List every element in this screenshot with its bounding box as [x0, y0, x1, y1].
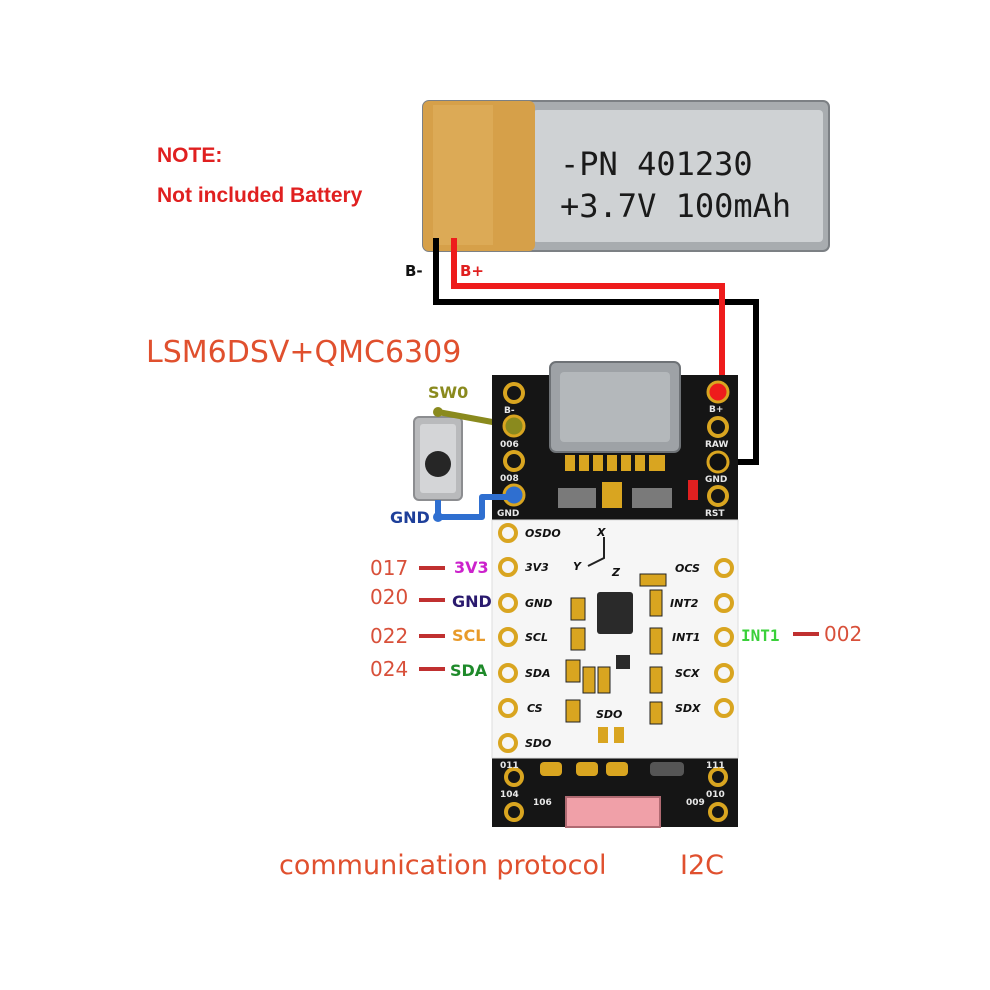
silk-scl: SCL [525, 631, 548, 644]
wire-negative [433, 238, 759, 465]
sensor-right-pins: OCS INT2 INT1 SCX SDX [670, 558, 734, 718]
axis-z: Z [611, 566, 621, 579]
silk-010: 010 [706, 790, 725, 800]
silk-gnd-right: GND [705, 475, 727, 485]
pcb-board: B- 006 008 GND B+ RAW GND RST OSDO [491, 361, 739, 828]
silk-006: 006 [500, 440, 519, 450]
battery: -PN 401230 +3.7V 100mAh [422, 100, 830, 252]
pin-num-017: 017 [370, 556, 408, 580]
silk-009: 009 [686, 798, 705, 808]
gnd-wire [435, 494, 512, 520]
tactile-switch [413, 416, 463, 501]
switch-button [425, 451, 451, 477]
wire-positive [451, 238, 725, 392]
silk-int1: INT1 [672, 631, 700, 644]
silk-106: 106 [533, 798, 552, 808]
pin-name-3v3: 3V3 [454, 558, 489, 577]
note-text: Not included Battery [157, 184, 363, 207]
silk-011: 011 [500, 761, 519, 771]
pin-num-020: 020 [370, 585, 408, 609]
bottom-pads: 011 104 106 111 010 009 [500, 761, 728, 822]
silk-111: 111 [706, 761, 725, 771]
silk-sda: SDA [525, 667, 551, 680]
silk-sdo: SDO [525, 737, 551, 750]
sw0-label: SW0 [428, 383, 468, 402]
protocol-value: I2C [680, 850, 724, 881]
note-title: NOTE: [157, 144, 222, 167]
silk-rst: RST [705, 509, 725, 519]
battery-label-line1: -PN 401230 [560, 145, 753, 183]
axis-marker: X Y Z [573, 526, 621, 579]
pin-name-scl: SCL [452, 626, 485, 645]
battery-label-area [533, 110, 823, 242]
left-pin-callouts: 017 3V3 020 GND 022 SCL 024 SDA [370, 556, 492, 681]
sensor-board [491, 519, 739, 759]
pin-num-024: 024 [370, 657, 408, 681]
protocol-label: communication protocol [279, 850, 607, 881]
silk-sdx: SDX [675, 702, 701, 715]
silk-gnd-left: GND [497, 509, 519, 519]
silk-b-minus: B- [504, 406, 515, 416]
pin-num-022: 022 [370, 624, 408, 648]
silk-b-plus: B+ [709, 405, 723, 415]
pin-name-gnd: GND [452, 592, 492, 611]
passives [565, 573, 667, 743]
silk-scx: SCX [675, 667, 700, 680]
silk-104: 104 [500, 790, 519, 800]
battery-label-line2: +3.7V 100mAh [560, 187, 791, 225]
silk-sdo-pad: SDO [596, 708, 622, 721]
silk-raw: RAW [705, 440, 728, 450]
battery-connector-pink [565, 796, 661, 828]
gnd-label: GND [390, 508, 430, 527]
pin-name-int1: INT1 [741, 626, 780, 645]
wire-label-positive: B+ [460, 262, 484, 280]
silk-cs: CS [527, 702, 543, 715]
silk-int2: INT2 [670, 597, 699, 610]
axis-x: X [596, 526, 606, 539]
pin-name-sda: SDA [450, 661, 488, 680]
top-right-pads: B+ RAW GND RST [705, 380, 730, 519]
led [688, 480, 698, 500]
silk-008: 008 [500, 474, 519, 484]
silk-ocs: OCS [675, 562, 700, 575]
sensor-left-pins: OSDO 3V3 GND SCL SDA CS SDO [498, 523, 561, 753]
sensor-chip [597, 592, 633, 634]
pin-num-002: 002 [824, 622, 862, 646]
silk-3v3: 3V3 [525, 561, 549, 574]
silk-gnd: GND [525, 597, 552, 610]
magnetometer-chip [616, 655, 630, 669]
usb-contacts [565, 455, 665, 471]
axis-y: Y [573, 560, 582, 573]
board-title: LSM6DSV+QMC6309 [146, 335, 461, 370]
right-pin-callout: INT1 002 [741, 622, 862, 646]
silk-osdo: OSDO [525, 527, 561, 540]
wire-label-negative: B- [405, 262, 423, 280]
top-left-pads: B- 006 008 GND [497, 382, 526, 519]
